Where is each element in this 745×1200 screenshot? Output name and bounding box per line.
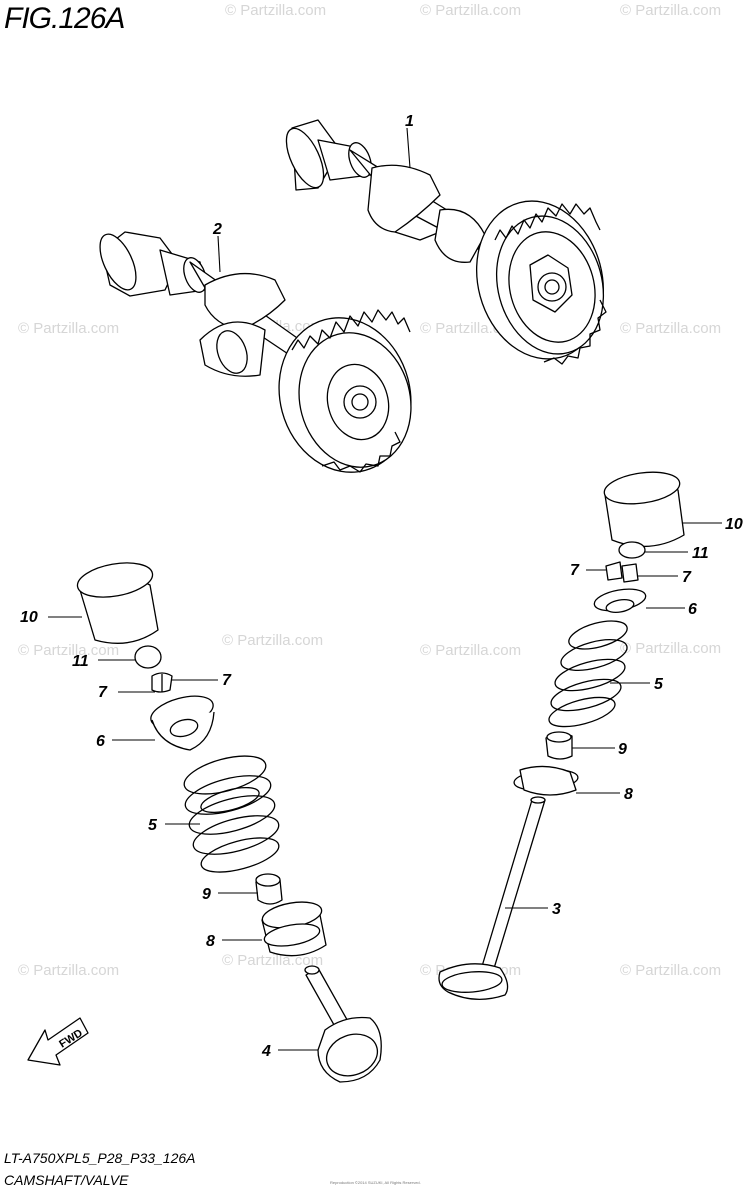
retainer-6-left — [150, 695, 215, 751]
fwd-arrow — [27, 1017, 89, 1066]
watermark: © Partzilla.com — [420, 642, 522, 659]
watermark: © Partzilla.com — [620, 962, 722, 979]
callout-4: 4 — [261, 1043, 271, 1060]
shim-11-left — [134, 645, 162, 669]
valve-3 — [438, 796, 546, 1000]
seat-8-left — [261, 901, 327, 957]
spring-5-right — [548, 620, 628, 728]
watermark: © Partzilla.com — [620, 2, 722, 19]
model-code: LT-A750XPL5_P28_P33_126A — [4, 1150, 196, 1166]
camshaft-1-gear-teeth — [494, 203, 607, 365]
watermark: © Partzilla.com — [420, 2, 522, 19]
callout-7-right-b: 7 — [682, 569, 692, 586]
watermark: © Partzilla.com — [18, 642, 120, 659]
callout-8-right: 8 — [624, 786, 633, 803]
callout-5-right: 5 — [654, 676, 664, 693]
watermark: © Partzilla.com — [225, 2, 327, 19]
callout-7-left-a: 7 — [222, 672, 232, 689]
camshaft-1 — [285, 119, 605, 360]
seal-9-right — [545, 731, 573, 760]
watermark: © Partzilla.com — [18, 962, 120, 979]
callout-5-left: 5 — [148, 817, 158, 834]
callout-11-left: 11 — [72, 653, 89, 670]
callout-10-right: 10 — [725, 516, 743, 533]
callout-8-left: 8 — [206, 933, 215, 950]
callout-6-right: 6 — [688, 601, 697, 618]
figure-title: FIG.126A — [4, 2, 125, 35]
callout-11-right: 11 — [692, 545, 709, 562]
callout-9-left: 9 — [202, 886, 211, 903]
callout-7-right-a: 7 — [570, 562, 580, 579]
watermark: © Partzilla.com — [222, 952, 324, 969]
seal-9-left — [255, 873, 283, 905]
cotter-7-right — [605, 561, 639, 583]
camshaft-2 — [99, 231, 412, 473]
cotter-7-left — [151, 672, 173, 693]
seat-8-right — [513, 765, 579, 796]
callout-2: 2 — [212, 221, 222, 238]
watermark: © Partzilla.com — [18, 320, 120, 337]
callout-1: 1 — [405, 113, 414, 130]
callout-9-right: 9 — [618, 741, 627, 758]
copyright-line: Reproduction ©2014 SUZUKI, All Rights Re… — [330, 1180, 421, 1185]
section-title: CAMSHAFT/VALVE — [4, 1172, 129, 1188]
callout-3: 3 — [552, 901, 561, 918]
retainer-6-right — [593, 588, 647, 614]
callout-7-left-b: 7 — [98, 684, 108, 701]
camshaft-2-gear-teeth — [291, 309, 411, 473]
valve-4 — [304, 965, 382, 1083]
shim-11-right — [618, 541, 646, 559]
callout-10-left: 10 — [20, 609, 38, 626]
watermark: © Partzilla.com — [620, 640, 722, 657]
watermark: © Partzilla.com — [222, 632, 324, 649]
callout-6-left: 6 — [96, 733, 105, 750]
leader-lines — [48, 127, 722, 1051]
tappet-10-left — [76, 562, 159, 644]
watermark: © Partzilla.com — [620, 320, 722, 337]
spring-5-left — [183, 755, 280, 873]
tappet-10-right — [603, 471, 685, 548]
